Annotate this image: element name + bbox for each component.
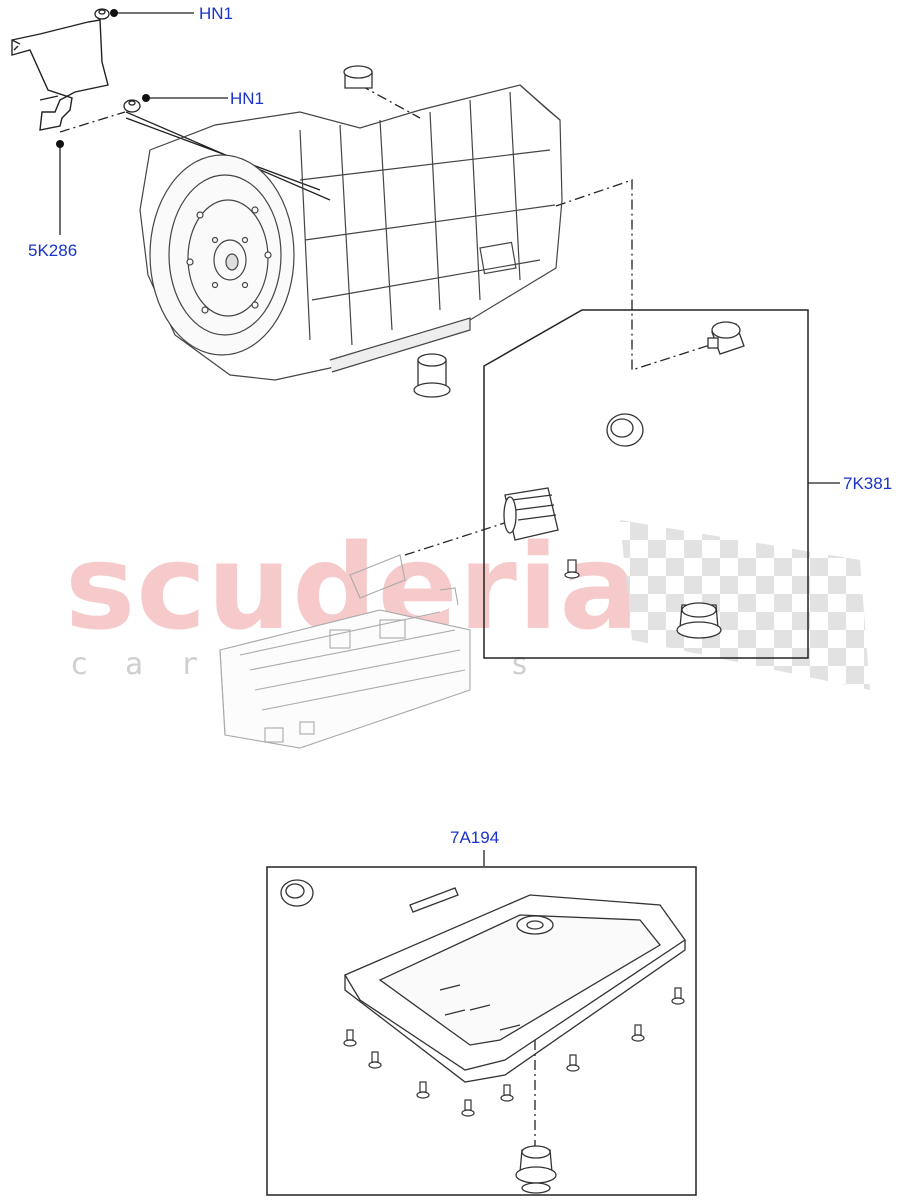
pan-bolt (500, 1084, 514, 1102)
kit-seal-ring[interactable] (606, 413, 644, 447)
leader-dot-icon (142, 94, 150, 102)
bracket-part[interactable] (11, 19, 109, 131)
callout-hn1-lower[interactable]: HN1 (230, 89, 265, 108)
hn1-nut-upper[interactable] (94, 8, 110, 20)
kit-filter-sleeve[interactable] (503, 487, 559, 541)
kit-connector-top[interactable] (707, 321, 745, 355)
oil-pan-frame (266, 866, 697, 1196)
pan-bolt (671, 987, 685, 1005)
pan-bolt (368, 1051, 382, 1069)
callout-hn1-upper[interactable]: HN1 (199, 4, 234, 23)
oil-pan-bolts[interactable] (343, 987, 685, 1117)
callout-7a194[interactable]: 7A194 (450, 828, 500, 847)
callout-7k381[interactable]: 7K381 (843, 474, 893, 493)
hn1-nut-lower[interactable] (123, 99, 141, 113)
oil-pan-gasket-strip[interactable] (409, 887, 459, 913)
transmission-assembly[interactable] (139, 84, 563, 381)
oil-pan-grommet[interactable] (280, 879, 314, 907)
pan-bolt (631, 1024, 645, 1042)
pan-bolt (461, 1099, 475, 1117)
kit-drain-plug[interactable] (676, 602, 722, 639)
vent-plug-top[interactable] (343, 65, 373, 89)
checkered-flag-icon (620, 520, 870, 690)
valve-kit-frame (483, 309, 809, 659)
leader-dot-icon (56, 140, 64, 148)
oil-pan-drain-plug[interactable] (515, 1145, 557, 1194)
oil-pan[interactable] (344, 894, 686, 1083)
valve-body-assembly[interactable] (219, 554, 471, 749)
callout-5k286[interactable]: 5K286 (28, 241, 78, 260)
pan-bolt (416, 1081, 430, 1099)
pan-bolt (343, 1029, 357, 1047)
bottom-plug[interactable] (413, 353, 451, 398)
kit-pin[interactable] (564, 559, 580, 579)
pan-bolt (566, 1054, 580, 1072)
leader-dot-icon (110, 9, 118, 17)
